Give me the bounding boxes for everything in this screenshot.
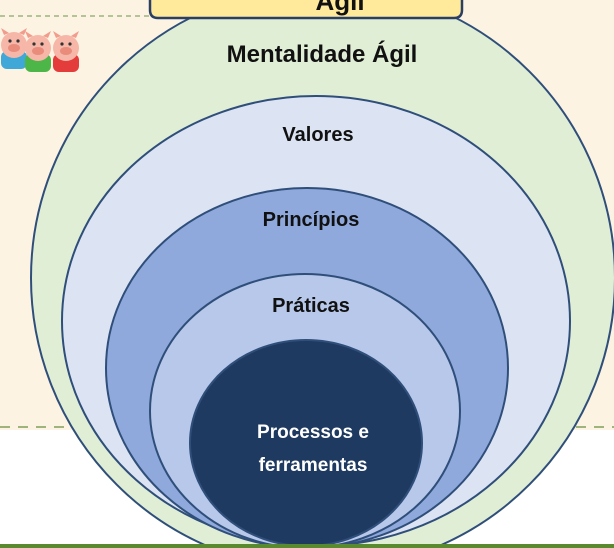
title-banner: Ágil	[148, 0, 464, 20]
label-praticas: Práticas	[272, 295, 350, 317]
label-processos-line-1: Processos e	[257, 422, 369, 443]
label-principios: Princípios	[263, 209, 360, 231]
label-valores: Valores	[282, 124, 353, 146]
bottom-rule	[0, 544, 614, 548]
label-mentalidade-agil: Mentalidade Ágil	[227, 40, 418, 68]
banner-title: Ágil	[315, 0, 364, 16]
label-processos-line-2: ferramentas	[259, 455, 368, 476]
ring-processos	[189, 339, 423, 547]
pig-mascots-icon	[1, 28, 79, 72]
